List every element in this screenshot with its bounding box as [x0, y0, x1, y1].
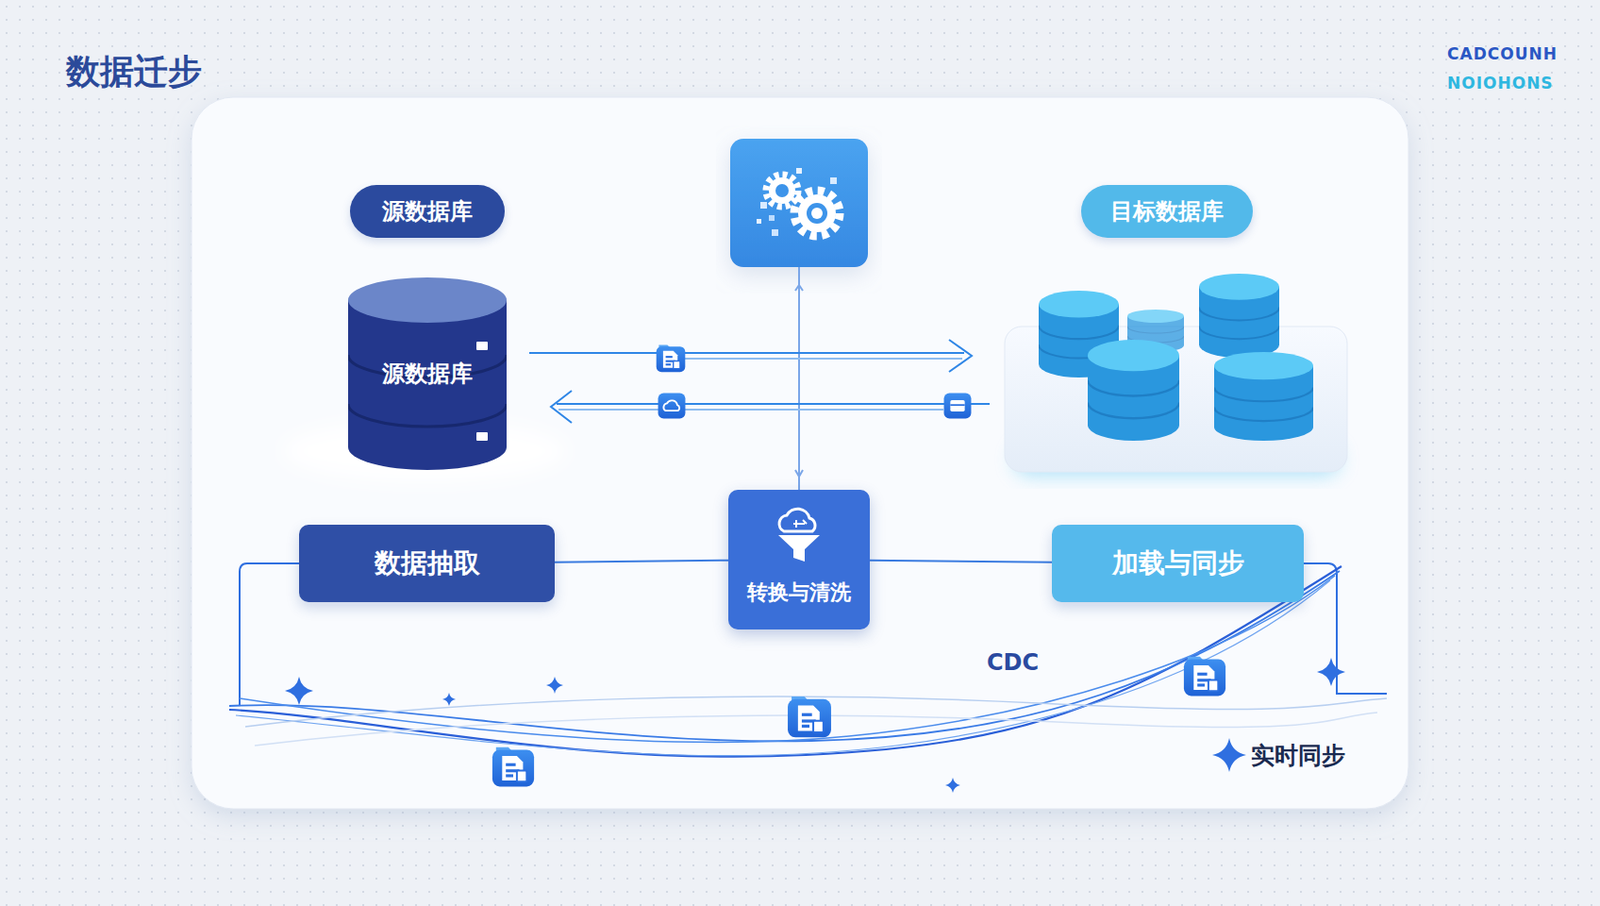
process-box: 转换与清洗	[728, 489, 870, 630]
shape-circle	[766, 174, 799, 207]
shape-ellipse	[348, 277, 507, 323]
connector-line	[554, 560, 729, 563]
shape-rect	[730, 138, 868, 267]
shape-use	[1316, 657, 1346, 686]
shape-rect	[796, 167, 802, 174]
shape-polygon	[778, 534, 820, 562]
shape-path	[793, 519, 807, 528]
sparkle	[284, 657, 1346, 793]
logo-text: NOIOHONS	[1447, 73, 1554, 93]
shape-use	[1087, 339, 1180, 441]
cloud-icon	[658, 392, 686, 418]
shape-rect	[830, 177, 837, 184]
annotation-label: 实时同步	[1250, 739, 1346, 771]
process-box: 数据抽取	[299, 524, 555, 602]
shape-use	[1214, 351, 1314, 441]
storage-icon	[944, 392, 972, 418]
shape-circle	[806, 202, 828, 224]
source-label-pill: 源数据库	[350, 184, 505, 238]
shape-polyline	[550, 390, 572, 423]
database-cylinder: 源数据库	[348, 277, 507, 470]
node-text: 加载与同步	[1112, 545, 1245, 582]
shape-circle	[768, 177, 796, 204]
shape-line	[558, 408, 944, 411]
shape-path	[348, 403, 507, 427]
shape-use	[1199, 273, 1280, 358]
shape-polyline	[795, 284, 803, 291]
node-text: 数据抽取	[374, 545, 481, 582]
shape-path	[239, 563, 300, 706]
card-panel	[191, 97, 1409, 809]
document-icon	[492, 747, 534, 787]
shape-use	[546, 676, 564, 694]
connector-line	[869, 560, 1052, 563]
shape-line	[529, 351, 965, 354]
document-icon	[656, 344, 686, 372]
page-title: 数据迁步	[66, 49, 202, 96]
shape-rect	[760, 201, 767, 209]
backward-arrow	[550, 390, 990, 423]
shape-circle	[798, 194, 836, 233]
document-icon	[1183, 656, 1226, 697]
process-box: 加载与同步	[1051, 524, 1304, 602]
shape-circle	[775, 183, 789, 198]
node-text: 转换与清洗	[747, 578, 851, 607]
document-icon	[787, 696, 832, 737]
shape-polyline	[795, 469, 803, 477]
shape-line	[681, 357, 963, 360]
forward-arrow	[529, 339, 972, 372]
logo-text: CADCOUNH	[1447, 44, 1558, 64]
shape-circle	[811, 207, 823, 219]
shape-polyline	[949, 339, 972, 372]
shape-rect	[756, 218, 762, 224]
annotation-label: CDC	[986, 649, 1039, 676]
shape-rect	[768, 215, 775, 221]
node-text: 源数据库	[382, 196, 473, 227]
vertical-flow-line	[795, 266, 803, 490]
node-text: 目标数据库	[1110, 196, 1224, 227]
shape-rect	[771, 229, 779, 236]
target-label-pill: 目标数据库	[1081, 184, 1253, 238]
shape-rect	[476, 432, 488, 441]
gear-icon	[730, 138, 868, 267]
shape-circle	[794, 190, 840, 236]
shape-use	[945, 777, 961, 793]
funnel-cloud-icon	[768, 502, 830, 564]
shape-line	[556, 402, 990, 405]
shape-line	[798, 266, 800, 490]
shape-rect	[476, 341, 488, 350]
shape-use	[284, 676, 314, 705]
shape-path	[348, 300, 507, 470]
shape-path	[779, 508, 816, 532]
shape-use	[1212, 737, 1247, 772]
shape-use	[442, 692, 456, 706]
target-database-cluster	[1004, 273, 1348, 476]
node-text: 源数据库	[382, 358, 473, 389]
